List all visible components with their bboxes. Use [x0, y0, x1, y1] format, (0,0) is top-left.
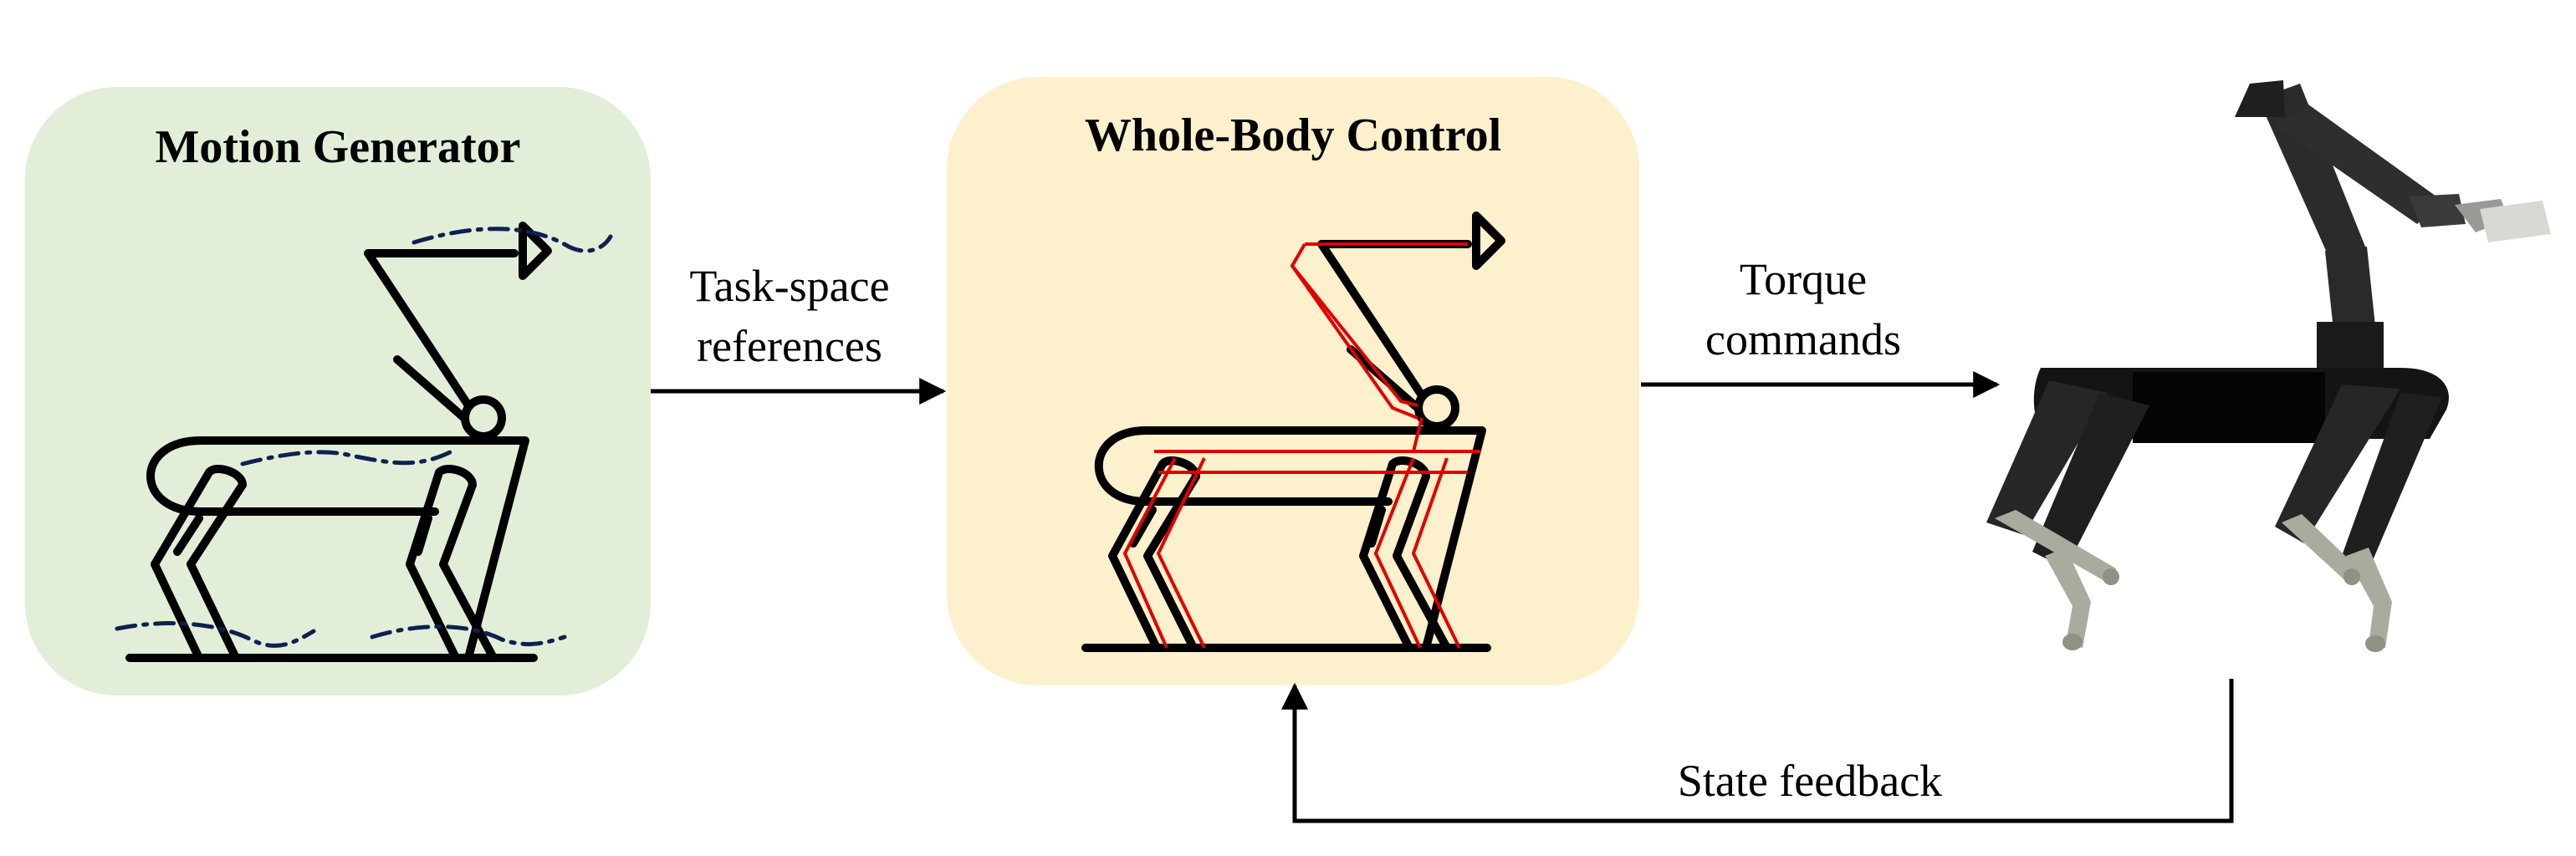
motion-generator-block: Motion Generator	[25, 87, 651, 696]
torque-label-2: commands	[1705, 314, 1901, 364]
torque-label-1: Torque	[1740, 254, 1867, 304]
whole-body-control-box	[947, 77, 1639, 685]
whole-body-control-title: Whole-Body Control	[1085, 110, 1501, 161]
motion-generator-box	[25, 87, 651, 696]
whole-body-control-robot-sketch	[1081, 211, 1505, 652]
motion-generator-robot-sketch	[115, 222, 613, 662]
task-space-label-1: Task-space	[689, 261, 889, 311]
state-feedback-label: State feedback	[1678, 756, 1942, 806]
whole-body-control-block: Whole-Body Control	[947, 77, 1639, 685]
state-feedback-arrow	[1281, 679, 2234, 823]
task-space-label-2: references	[697, 321, 882, 371]
motion-generator-title: Motion Generator	[156, 121, 521, 173]
quadruped-with-arm-icon	[1986, 80, 2551, 652]
